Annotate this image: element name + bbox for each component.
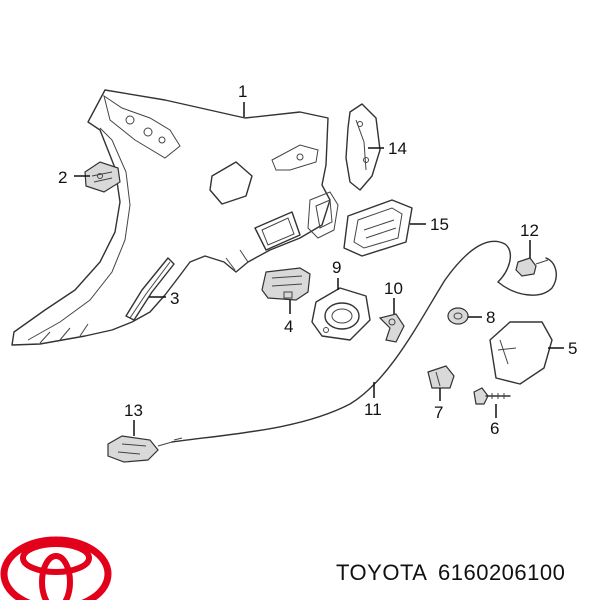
part-bracket-2 (84, 161, 121, 193)
callout-6: 6 (490, 419, 499, 438)
part-filler-housing (311, 287, 371, 341)
brand-name: TOYOTA (336, 560, 427, 585)
part-grommet (447, 307, 469, 325)
callout-10: 10 (384, 279, 403, 298)
part-moulding-strip (125, 257, 175, 321)
callout-9: 9 (332, 258, 341, 277)
callout-2: 2 (58, 168, 67, 187)
callout-numbers: 1 2 3 4 5 6 7 8 9 10 11 12 13 14 15 (58, 82, 577, 438)
callout-13: 13 (124, 401, 143, 420)
part-bracket-14 (345, 103, 381, 191)
callout-5: 5 (568, 339, 577, 358)
callout-7: 7 (434, 403, 443, 422)
callout-4: 4 (284, 317, 293, 336)
callout-15: 15 (430, 215, 449, 234)
callout-3: 3 (170, 289, 179, 308)
part-filler-frame (343, 199, 413, 257)
toyota-logo-icon (0, 536, 112, 605)
callout-12: 12 (520, 221, 539, 240)
part-screw (473, 387, 511, 405)
part-hinge (378, 313, 405, 343)
part-bolt-12 (515, 257, 549, 277)
callout-14: 14 (388, 139, 407, 158)
part-fuel-lid (489, 321, 553, 385)
part-release-cable (171, 240, 557, 443)
part-number: 6160206100 (438, 560, 565, 585)
part-quarter-panel (11, 89, 339, 346)
callout-1: 1 (238, 82, 247, 101)
part-clip (427, 365, 455, 389)
callout-11: 11 (364, 400, 382, 419)
part-opener-handle (107, 435, 173, 463)
part-lock-housing (261, 267, 311, 301)
callout-8: 8 (486, 308, 495, 327)
leader-lines (74, 102, 564, 436)
